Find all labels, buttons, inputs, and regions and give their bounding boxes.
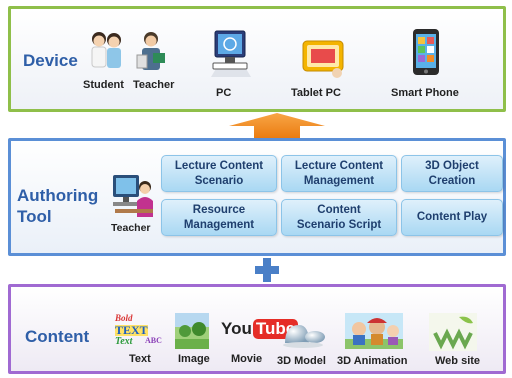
smartphone-icon <box>407 27 445 79</box>
plus-icon <box>254 257 280 283</box>
authoring-title-line2: Tool <box>17 207 52 226</box>
teacher-label: Teacher <box>133 79 175 91</box>
lecture-content-management-line1: Lecture Content <box>294 160 384 173</box>
authoring-title: Authoring Tool <box>17 185 98 227</box>
authoring-title-line1: Authoring <box>17 186 99 205</box>
resource-management-line1: Resource <box>192 204 246 217</box>
youtube-you-text: You <box>221 319 252 338</box>
up-arrow-icon <box>228 112 326 140</box>
text-art-4: ABC <box>145 336 162 345</box>
teacher-icon <box>133 29 169 73</box>
website-label: Web site <box>435 355 481 367</box>
pc-label: PC <box>216 87 232 99</box>
content-title: Content <box>25 327 90 346</box>
content-scenario-script-line1: Content <box>317 204 361 217</box>
image-label: Image <box>178 353 210 365</box>
teacher-computer-icon <box>111 171 157 223</box>
3d-animation-icon <box>345 313 403 349</box>
3d-animation-label: 3D Animation <box>337 355 408 367</box>
lecture-content-management-line2: Management <box>303 174 375 187</box>
text-art-icon: Bold TEXT Text ABC <box>115 313 171 347</box>
pc-icon <box>205 27 255 83</box>
text-art-3: Text <box>115 336 133 347</box>
teacher-author-label: Teacher <box>111 222 151 234</box>
smartphone-label: Smart Phone <box>391 87 459 99</box>
device-title: Device <box>23 51 78 70</box>
text-label: Text <box>129 353 151 365</box>
content-scenario-script-line2: Scenario Script <box>296 218 382 231</box>
tablet-label: Tablet PC <box>291 87 341 99</box>
website-icon <box>429 313 477 351</box>
text-art-1: Bold <box>115 313 133 323</box>
content-play-label: Content Play <box>416 211 488 224</box>
text-art-2: TEXT <box>115 323 148 337</box>
resource-management-line2: Management <box>183 218 255 231</box>
lecture-content-scenario-line1: Lecture Content <box>174 160 264 173</box>
3d-model-icon <box>281 319 327 349</box>
movie-label: Movie <box>231 353 263 365</box>
student-label: Student <box>83 79 124 91</box>
content-panel: Content Bold TEXT Text ABC Text Image Yo… <box>8 284 506 374</box>
3d-object-creation-line2: Creation <box>428 174 476 187</box>
lecture-content-scenario-line2: Scenario <box>194 174 244 187</box>
3d-object-creation-line1: 3D Object <box>425 160 479 173</box>
student-icon <box>87 29 125 73</box>
3d-model-label: 3D Model <box>277 355 326 367</box>
content-play-button[interactable]: Content Play <box>401 199 503 236</box>
device-panel: Device Student Teacher PC <box>8 6 506 112</box>
tablet-icon <box>301 35 345 79</box>
image-icon <box>175 313 209 349</box>
